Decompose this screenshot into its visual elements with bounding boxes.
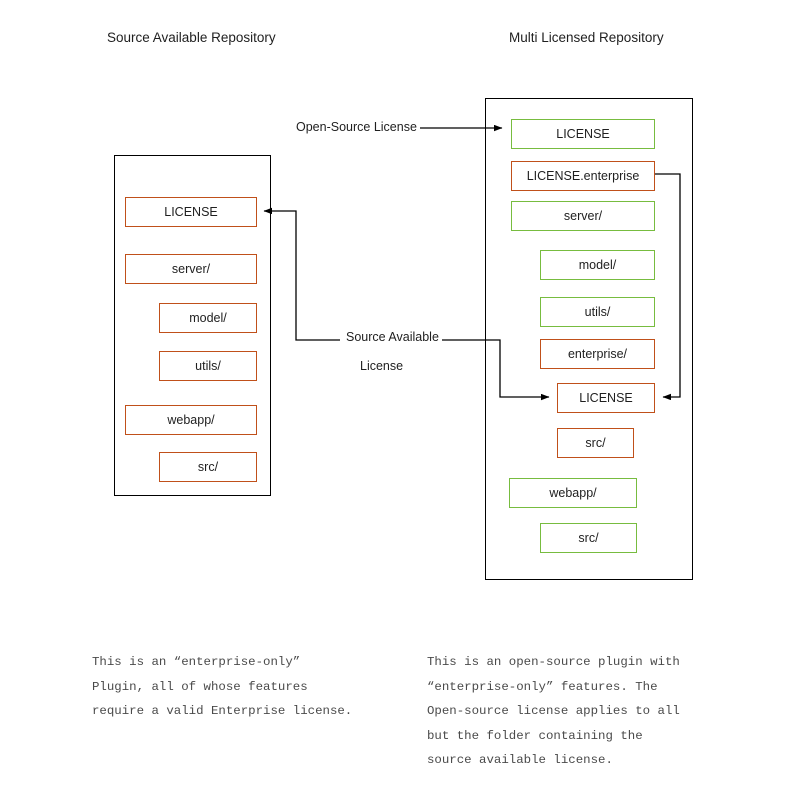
- right-node-model[interactable]: model/: [540, 250, 655, 280]
- right-node-webapp-src[interactable]: src/: [540, 523, 637, 553]
- left-caption: This is an “enterprise-only” Plugin, all…: [92, 655, 353, 718]
- right-node-server[interactable]: server/: [511, 201, 655, 231]
- left-repository-title: Source Available Repository: [107, 30, 276, 45]
- right-node-utils[interactable]: utils/: [540, 297, 655, 327]
- edge-label-source-available-line1: Source Available: [343, 330, 442, 344]
- edge-label-source-available-line2: License: [357, 359, 407, 373]
- right-node-enterprise-src[interactable]: src/: [557, 428, 634, 458]
- left-node-utils[interactable]: utils/: [159, 351, 257, 381]
- left-node-license[interactable]: LICENSE: [125, 197, 257, 227]
- right-node-license[interactable]: LICENSE: [511, 119, 655, 149]
- edge-label-open-source-license: Open-Source License: [293, 120, 420, 134]
- left-node-model[interactable]: model/: [159, 303, 257, 333]
- right-node-enterprise[interactable]: enterprise/: [540, 339, 655, 369]
- left-node-webapp[interactable]: webapp/: [125, 405, 257, 435]
- right-repository-panel: [485, 98, 693, 580]
- left-node-src[interactable]: src/: [159, 452, 257, 482]
- left-node-server[interactable]: server/: [125, 254, 257, 284]
- right-repository-title: Multi Licensed Repository: [509, 30, 664, 45]
- right-node-webapp[interactable]: webapp/: [509, 478, 637, 508]
- right-node-enterprise-license[interactable]: LICENSE: [557, 383, 655, 413]
- right-node-license-enterprise[interactable]: LICENSE.enterprise: [511, 161, 655, 191]
- right-caption: This is an open-source plugin with “ente…: [427, 655, 680, 767]
